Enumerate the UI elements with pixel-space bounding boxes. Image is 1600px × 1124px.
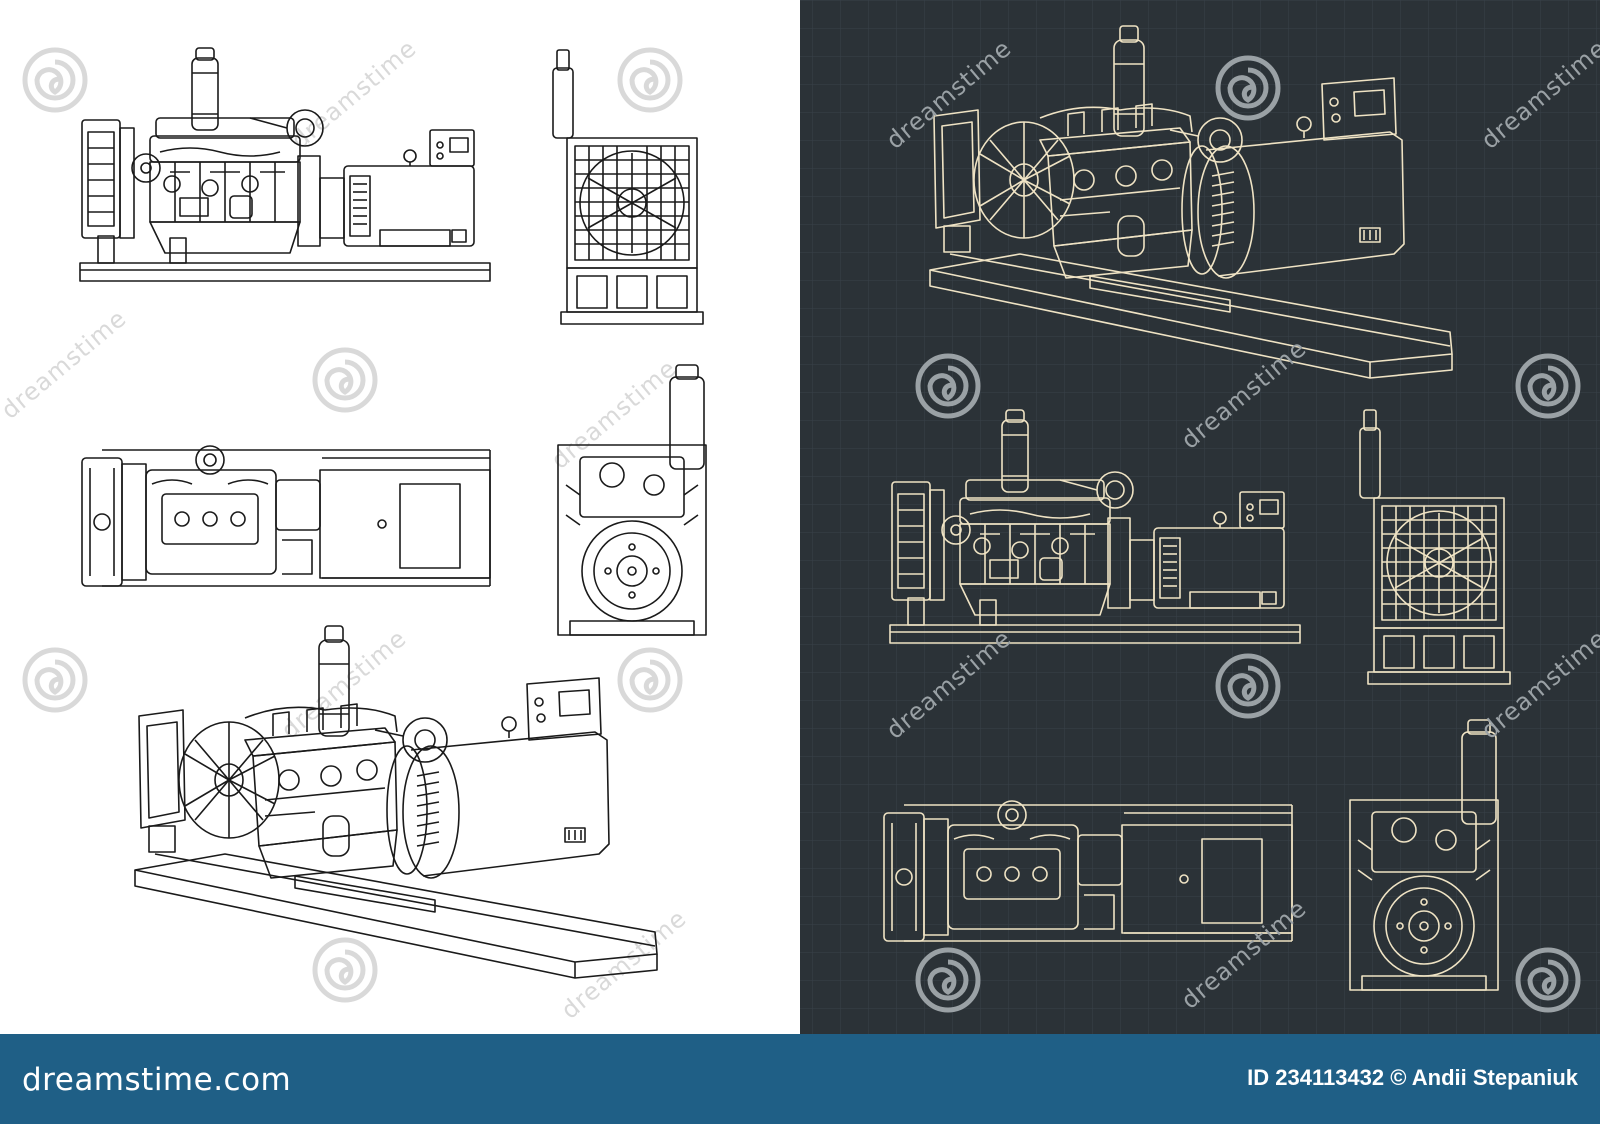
image-credit: ID 234113432 © Andii Stepaniuk	[1247, 1065, 1578, 1090]
light-blueprint-panel: dreamstime dreamstime dreamstime dreamst…	[0, 0, 800, 1034]
dark-blueprint-panel: dreamstime dreamstime dreamstime dreamst…	[800, 0, 1600, 1034]
generator-blueprint-artwork: dreamstime dreamstime dreamstime dreamst…	[0, 0, 1600, 1034]
dreamstime-brand[interactable]: dreamstime.com	[22, 1062, 292, 1098]
footer-bar: dreamstime.com ID 234113432 © Andii Step…	[0, 1034, 1600, 1124]
